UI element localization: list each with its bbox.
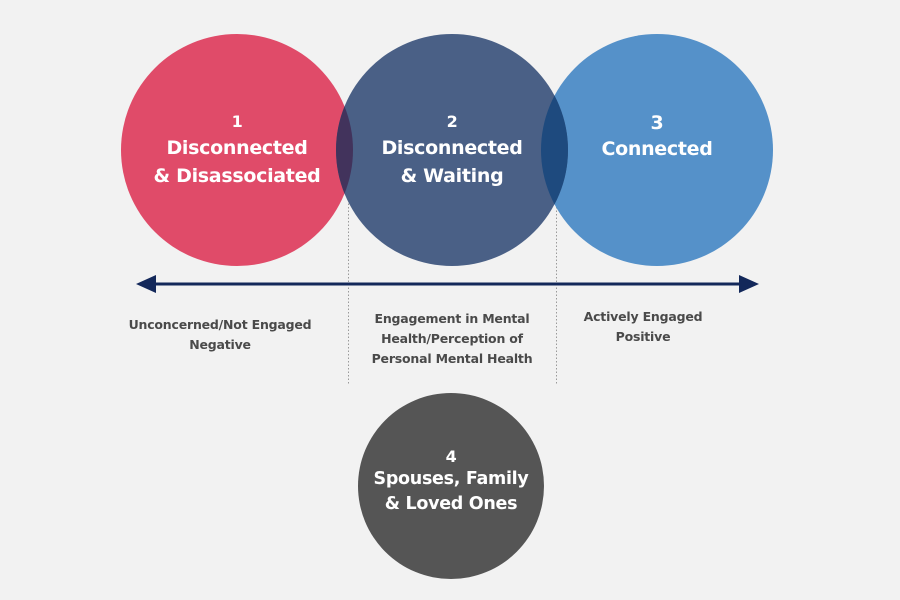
- stage-2-label: 2 Disconnected & Waiting: [352, 110, 552, 190]
- stage-3-number: 3: [650, 112, 664, 134]
- axis-left-line2: Negative: [189, 337, 251, 352]
- axis-right-line1: Actively Engaged: [583, 309, 703, 324]
- arrow-left-icon: [136, 275, 156, 293]
- stage-4-label: 4 Spouses, Family & Loved Ones: [351, 447, 551, 517]
- circle-stage-3: [541, 34, 773, 266]
- stage-2-title-line1: Disconnected: [381, 137, 523, 159]
- stage-4-title-line2: & Loved Ones: [384, 494, 518, 514]
- axis-label-left: Unconcerned/Not Engaged Negative: [120, 315, 320, 355]
- axis-right-line2: Positive: [615, 329, 671, 344]
- axis-center-line3: Personal Mental Health: [371, 351, 533, 366]
- axis-label-right: Actively Engaged Positive: [543, 307, 743, 347]
- stage-1-title-line1: Disconnected: [166, 137, 308, 159]
- axis-center-line1: Engagement in Mental: [374, 311, 530, 326]
- arrow-right-icon: [739, 275, 759, 293]
- stage-4-number: 4: [445, 447, 457, 466]
- stage-3-label: 3 Connected: [557, 111, 757, 163]
- circle-stage-2: [336, 34, 568, 266]
- stage-3-title-line1: Connected: [601, 138, 713, 160]
- axis-center-line2: Health/Perception of: [381, 331, 523, 346]
- stage-1-number: 1: [231, 112, 243, 131]
- circle-stage-4: [358, 393, 544, 579]
- stage-4-title-line1: Spouses, Family: [373, 469, 529, 489]
- stage-1-title-line2: & Disassociated: [153, 165, 321, 187]
- stage-2-title-line2: & Waiting: [400, 165, 504, 187]
- stage-1-label: 1 Disconnected & Disassociated: [137, 110, 337, 190]
- circle-stage-1: [121, 34, 353, 266]
- axis-label-center: Engagement in Mental Health/Perception o…: [352, 309, 552, 369]
- axis-left-line1: Unconcerned/Not Engaged: [128, 317, 312, 332]
- stage-2-number: 2: [446, 112, 458, 131]
